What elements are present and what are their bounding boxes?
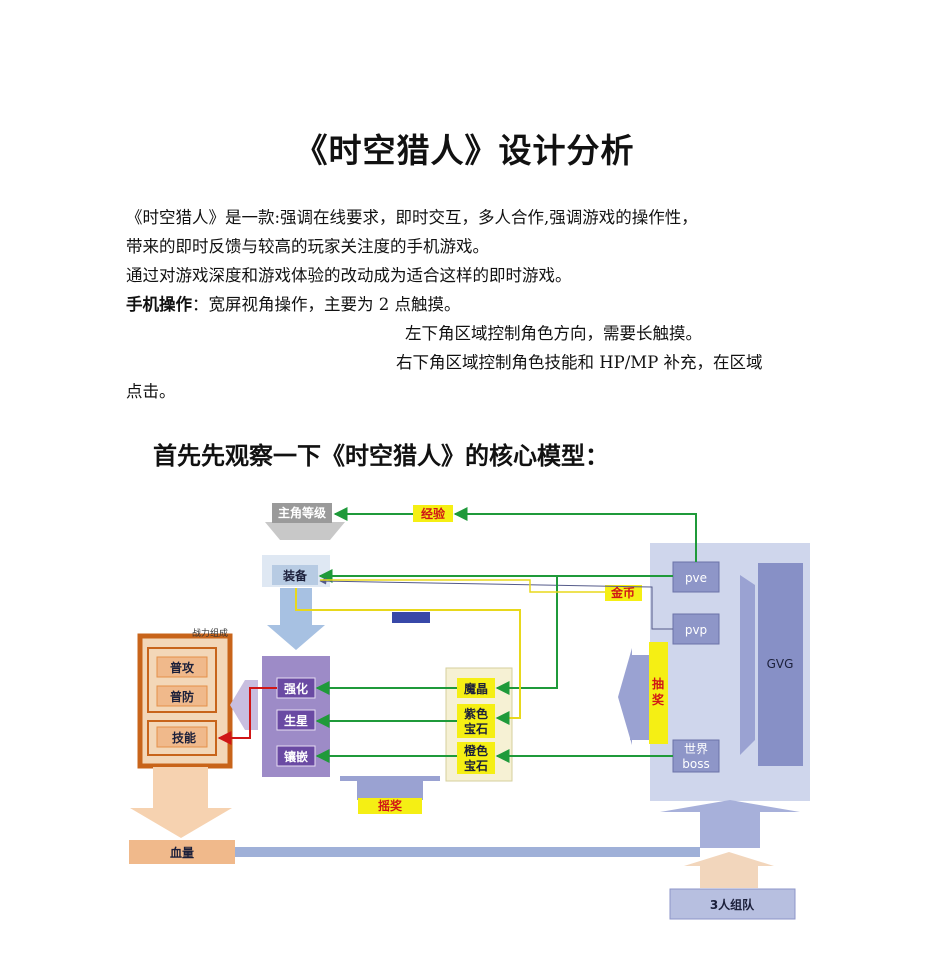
gvg-label: GVG bbox=[767, 657, 794, 671]
world-boss-label-2: boss bbox=[682, 757, 709, 771]
strengthen-label: 强化 bbox=[284, 681, 308, 696]
pvp-to-equip-line bbox=[319, 577, 673, 630]
lottery-label-2: 奖 bbox=[652, 692, 665, 707]
gold-label: 金币 bbox=[610, 585, 635, 600]
ops-left-line: 左下角区域控制角色方向，需要长触摸。 bbox=[405, 324, 702, 343]
lottery-label-1: 抽 bbox=[652, 676, 664, 691]
equip-label: 装备 bbox=[282, 568, 308, 583]
pve-to-exp-line bbox=[453, 507, 697, 562]
team-box bbox=[669, 888, 796, 920]
equip-down-arrow bbox=[267, 588, 325, 650]
attack-box bbox=[156, 656, 208, 678]
equip-to-gem-line bbox=[295, 588, 521, 725]
shake-box bbox=[358, 798, 422, 814]
team-arrow-head bbox=[660, 800, 800, 812]
level-box bbox=[272, 503, 332, 523]
pvp-box bbox=[672, 613, 720, 645]
level-label: 主角等级 bbox=[278, 505, 326, 520]
intro-line-2: 带来的即时反馈与较高的玩家关注度的手机游戏。 bbox=[126, 237, 489, 256]
world-boss-box bbox=[672, 739, 720, 773]
inlay-label: 镶嵌 bbox=[284, 749, 308, 764]
team-label: 3人组队 bbox=[710, 897, 755, 912]
hp-line bbox=[235, 847, 700, 857]
ops-right-line: 右下角区域控制角色技能和 HP/MP 补充，在区域 bbox=[396, 353, 763, 372]
gvg-block bbox=[758, 563, 803, 766]
intro-line-3: 通过对游戏深度和游戏体验的改动成为适合这样的即时游戏。 bbox=[126, 266, 572, 285]
section-heading: 首先先观察一下《时空猎人》的核心模型： bbox=[153, 442, 609, 470]
pvp-label: pvp bbox=[685, 623, 707, 637]
star-label: 生星 bbox=[284, 713, 308, 728]
combat-inner bbox=[147, 647, 217, 713]
ops-text: ：宽屏视角操作，主要为 2 点触摸。 bbox=[192, 295, 461, 314]
world-boss-label-1: 世界 bbox=[684, 742, 708, 756]
equip-box bbox=[272, 565, 318, 585]
page-title: 《时空猎人》设计分析 bbox=[294, 131, 635, 170]
team-arrow-shaft bbox=[700, 810, 760, 848]
attack-label: 普攻 bbox=[170, 660, 195, 675]
shake-label: 摇奖 bbox=[378, 798, 403, 813]
shake-arrow bbox=[340, 776, 440, 800]
hp-label: 血量 bbox=[170, 845, 194, 860]
purple-gem-label-2: 宝石 bbox=[464, 721, 488, 736]
gold-box bbox=[605, 585, 642, 601]
strengthen-to-skill-line bbox=[217, 687, 277, 745]
intro-line-1: 《时空猎人》是一款:强调在线要求，即时交互，多人合作,强调游戏的操作性， bbox=[126, 208, 698, 227]
gold-line bbox=[320, 579, 605, 593]
inlay-box bbox=[276, 745, 316, 767]
combat-to-hp-arrow bbox=[130, 767, 232, 838]
pve-label: pve bbox=[685, 571, 707, 585]
purple-gem-label-1: 紫色 bbox=[464, 706, 488, 721]
lottery-arrow-head bbox=[618, 648, 632, 745]
defense-label: 普防 bbox=[170, 689, 194, 704]
gvg-bracket bbox=[740, 575, 755, 755]
ops-line: 手机操作：宽屏视角操作，主要为 2 点触摸。 bbox=[126, 294, 461, 316]
magic-crystal-box bbox=[457, 678, 495, 698]
skill-box bbox=[156, 726, 208, 748]
team-arrow-small bbox=[700, 862, 758, 888]
small-bar bbox=[392, 612, 430, 623]
combat-title: 战力组成 bbox=[192, 627, 228, 639]
level-arrow bbox=[265, 522, 345, 540]
orange-gem-box bbox=[457, 742, 495, 774]
defense-box bbox=[156, 685, 208, 707]
exp-label: 经验 bbox=[421, 506, 446, 521]
to-crystal-line bbox=[495, 576, 558, 695]
skill-label: 技能 bbox=[172, 730, 196, 745]
exp-box bbox=[413, 505, 453, 522]
ops-right-line-2: 点击。 bbox=[126, 382, 176, 401]
ops-label: 手机操作 bbox=[126, 295, 192, 314]
orange-gem-label-1: 橙色 bbox=[464, 743, 488, 758]
pve-box bbox=[672, 561, 720, 593]
skill-inner bbox=[147, 720, 217, 756]
orange-gem-label-2: 宝石 bbox=[464, 758, 488, 773]
team-arrow-small-head bbox=[684, 852, 774, 866]
star-box bbox=[276, 709, 316, 731]
lottery-arrow-body bbox=[630, 655, 650, 740]
hp-box bbox=[129, 840, 235, 864]
purple-gem-box bbox=[457, 704, 495, 738]
lottery-box bbox=[649, 642, 668, 744]
magic-crystal-label: 魔晶 bbox=[464, 681, 488, 696]
